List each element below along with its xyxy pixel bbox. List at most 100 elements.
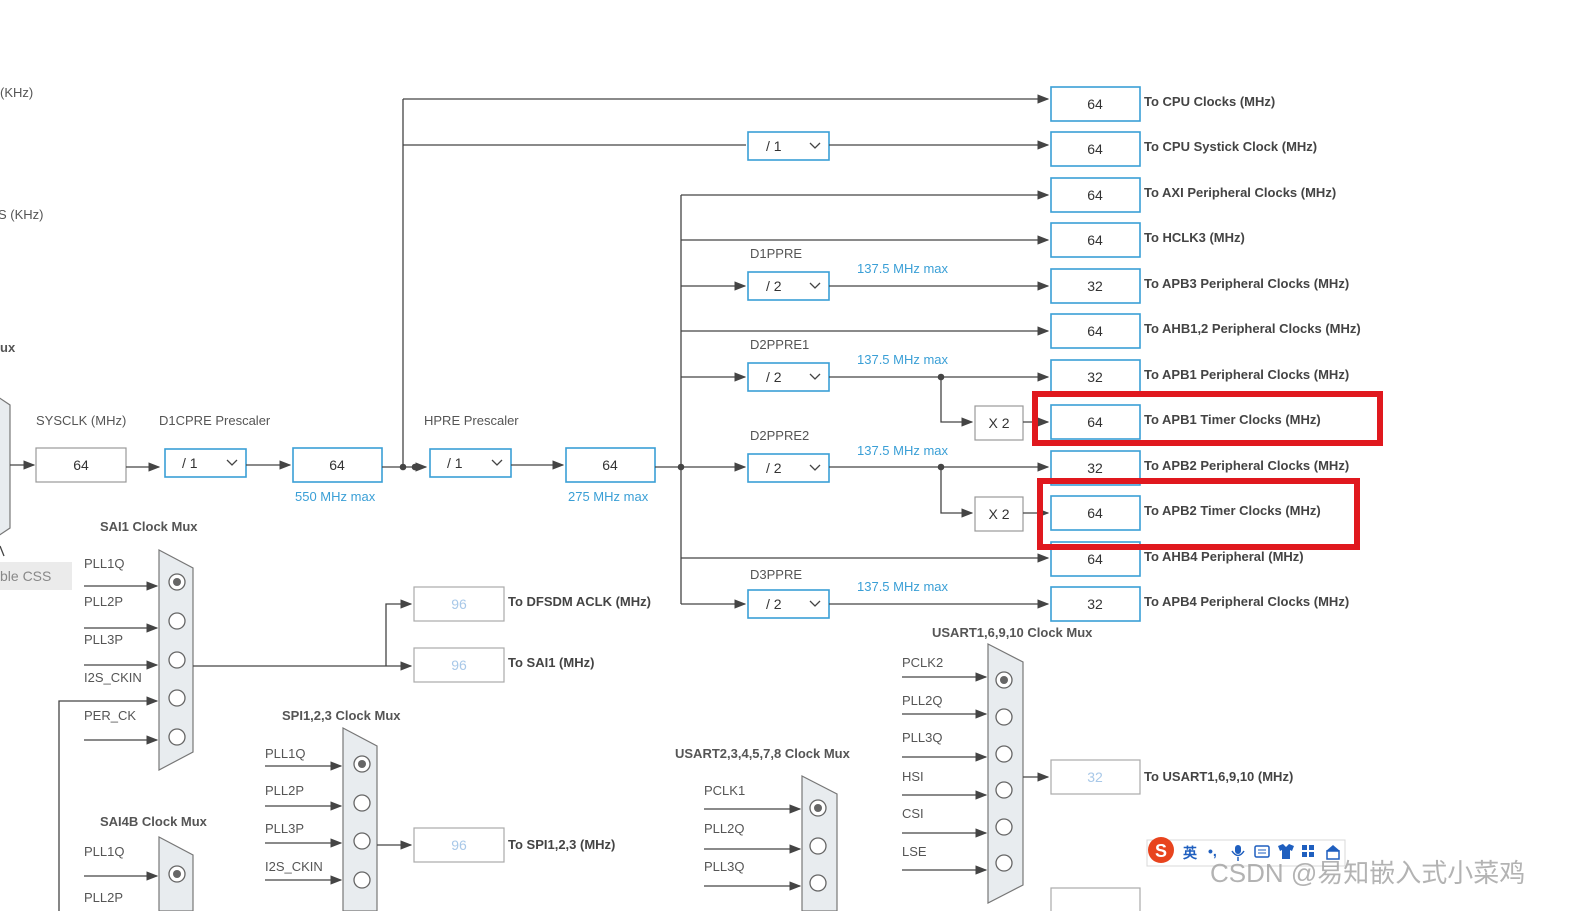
spi-radio-i2s[interactable]	[353, 871, 371, 889]
wire-per-ck-down	[58, 700, 84, 911]
sai1-radio-i2s[interactable]	[168, 689, 186, 707]
usart1-out-value: 32	[1087, 769, 1103, 785]
systick-div-select[interactable]	[747, 131, 830, 161]
usart1-input-label: HSI	[902, 769, 924, 784]
spi-radio-pll3p[interactable]	[353, 832, 371, 850]
spi-input-label: I2S_CKIN	[265, 859, 323, 874]
output-value: 64	[1087, 141, 1103, 157]
output-box-apb1-timer[interactable]	[1050, 404, 1141, 440]
sai1-out-label: To SAI1 (MHz)	[508, 655, 594, 670]
output-box-apb3[interactable]	[1050, 268, 1141, 304]
output-value: 64	[1087, 505, 1103, 521]
wire-to-x2-1	[940, 377, 974, 427]
usart1-radio-pll3q[interactable]	[995, 745, 1013, 763]
usart1-mux[interactable]	[987, 643, 1024, 904]
usart2-radio-pll3q[interactable]	[809, 874, 827, 892]
d1cpre-out-box[interactable]	[292, 447, 383, 483]
spi-radio-pll2p[interactable]	[353, 794, 371, 812]
junction-dot	[411, 463, 419, 471]
radio-selected-dot	[358, 760, 366, 768]
usart1-radio-hsi[interactable]	[995, 781, 1013, 799]
apb1-multiplier: X 2	[988, 415, 1009, 431]
output-box-cpu[interactable]	[1050, 86, 1141, 122]
d2ppre2-label: D2PPRE2	[750, 428, 809, 443]
output-label: To HCLK3 (MHz)	[1144, 230, 1245, 245]
chevron-down-icon	[809, 464, 821, 471]
output-box-apb4[interactable]	[1050, 586, 1141, 622]
mic-icon[interactable]	[1231, 845, 1245, 861]
watermark: CSDN @易知嵌入式小菜鸡	[1210, 858, 1525, 888]
keyboard-icon[interactable]	[1254, 845, 1270, 858]
output-value: 64	[1087, 323, 1103, 339]
enable-css-button[interactable]	[0, 562, 72, 590]
toolbox-icon[interactable]	[1326, 845, 1340, 860]
sai1-radio-pll3p[interactable]	[168, 651, 186, 669]
d2ppre1-select[interactable]	[747, 362, 830, 392]
output-box-hclk3[interactable]	[1050, 222, 1141, 258]
chevron-down-icon	[226, 459, 238, 466]
chevron-down-icon	[809, 142, 821, 149]
hpre-label: HPRE Prescaler	[424, 413, 519, 428]
dfsdm-label: To DFSDM ACLK (MHz)	[508, 594, 651, 609]
ime-punctuation[interactable]: •,	[1208, 843, 1217, 859]
output-box-apb2-timer[interactable]	[1050, 495, 1141, 531]
output-box-apb1[interactable]	[1050, 359, 1141, 395]
radio-selected-dot	[173, 870, 181, 878]
d3ppre-label: D3PPRE	[750, 567, 802, 582]
output-label: To AHB4 Peripheral (MHz)	[1144, 549, 1304, 564]
output-value: 32	[1087, 278, 1103, 294]
grid-icon[interactable]	[1302, 845, 1314, 857]
dfsdm-value: 96	[451, 596, 467, 612]
spi-out-value: 96	[451, 837, 467, 853]
spi-input-label: PLL1Q	[265, 746, 305, 761]
output-label: To APB2 Timer Clocks (MHz)	[1144, 503, 1321, 518]
sai1-out-value: 96	[451, 657, 467, 673]
radio-selected-dot	[1000, 676, 1008, 684]
output-box-axi[interactable]	[1050, 177, 1141, 213]
output-box-ahb12[interactable]	[1050, 313, 1141, 349]
d1cpre-select[interactable]	[164, 448, 247, 478]
spi-input-label: PLL3P	[265, 821, 304, 836]
systick-div-value: / 1	[766, 138, 782, 154]
radio-selected-dot	[814, 804, 822, 812]
ime-language[interactable]: 英	[1182, 845, 1198, 861]
d2ppre1-max: 137.5 MHz max	[857, 352, 949, 367]
output-label: To APB4 Peripheral Clocks (MHz)	[1144, 594, 1349, 609]
spi-mux-title: SPI1,2,3 Clock Mux	[282, 708, 401, 723]
usart1-radio-csi[interactable]	[995, 818, 1013, 836]
d1ppre-max: 137.5 MHz max	[857, 261, 949, 276]
hpre-out-value: 64	[602, 457, 618, 473]
output-box-systick[interactable]	[1050, 131, 1141, 167]
spi-mux[interactable]	[342, 727, 378, 911]
sai1-radio-per[interactable]	[168, 728, 186, 746]
sai1-mux-title: SAI1 Clock Mux	[100, 519, 198, 534]
usart1-input-label: LSE	[902, 844, 927, 859]
sai1-radio-pll2p[interactable]	[168, 612, 186, 630]
output-label: To AXI Peripheral Clocks (MHz)	[1144, 185, 1336, 200]
d3ppre-select[interactable]	[747, 589, 830, 619]
usart1-radio-pll2q[interactable]	[995, 708, 1013, 726]
output-list: 64 To CPU Clocks (MHz) 64 To CPU Systick…	[1050, 86, 1361, 622]
usart1-radio-lse[interactable]	[995, 854, 1013, 872]
sogou-logo-icon[interactable]	[1148, 837, 1174, 863]
sogou-logo-letter: S	[1155, 841, 1167, 861]
sai4b-input-label: PLL1Q	[84, 844, 124, 859]
hpre-select[interactable]	[429, 448, 512, 478]
d1ppre-select[interactable]	[747, 271, 830, 301]
d2ppre2-max: 137.5 MHz max	[857, 443, 949, 458]
spi-out-label: To SPI1,2,3 (MHz)	[508, 837, 615, 852]
usart2-radio-pll2q[interactable]	[809, 837, 827, 855]
d1cpre-label: D1CPRE Prescaler	[159, 413, 271, 428]
ime-toolbar[interactable]: S 英 •,	[1146, 837, 1346, 867]
highlight-apb1-timer	[1032, 391, 1383, 446]
spi-input-label: PLL2P	[265, 783, 304, 798]
shirt-icon[interactable]	[1278, 844, 1294, 859]
output-label: To CPU Systick Clock (MHz)	[1144, 139, 1317, 154]
system-clock-mux[interactable]	[0, 395, 11, 538]
apb1-multiplier-box	[974, 405, 1024, 441]
d2ppre2-select[interactable]	[747, 453, 830, 483]
hpre-out-box[interactable]	[565, 447, 656, 483]
output-value: 64	[1087, 96, 1103, 112]
chevron-down-icon	[809, 600, 821, 607]
